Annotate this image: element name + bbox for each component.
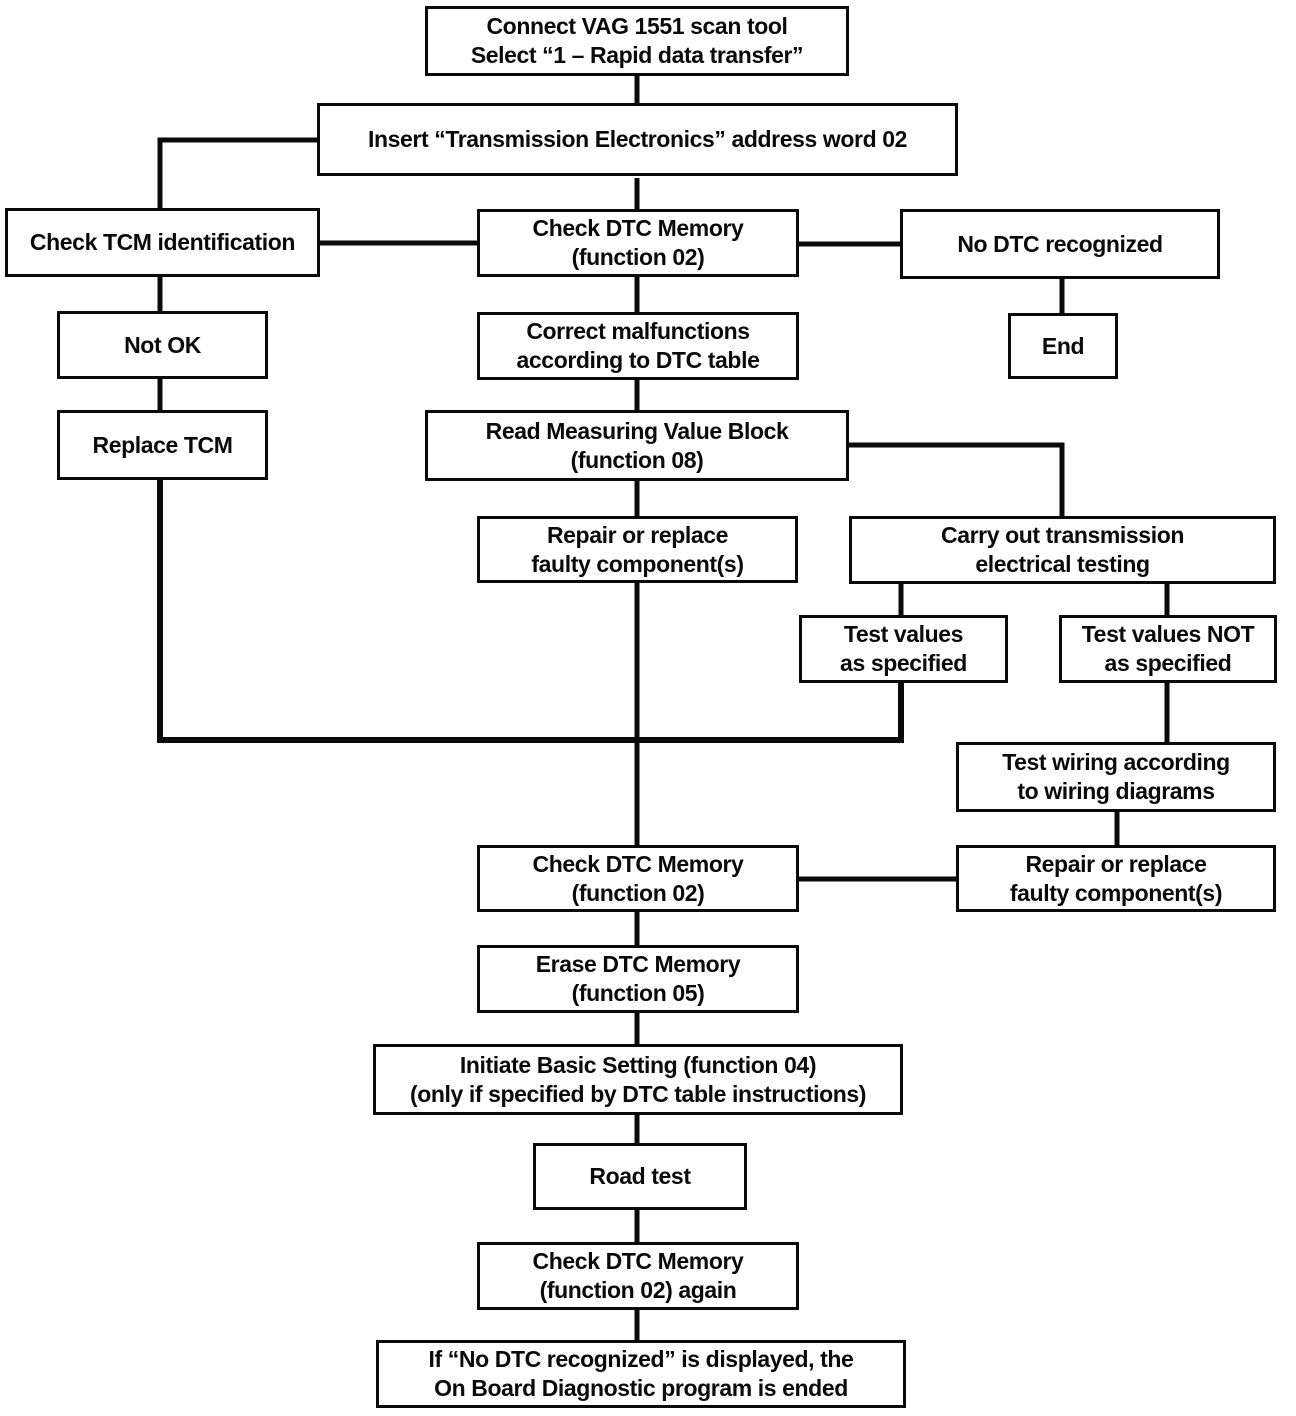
node-check-dtc-memory-1: Check DTC Memory (function 02) <box>477 209 799 277</box>
node-correct-malfunctions: Correct malfunctions according to DTC ta… <box>477 312 799 380</box>
node-carry-out-electrical-testing: Carry out transmission electrical testin… <box>849 516 1276 584</box>
node-test-values-as-specified: Test values as specified <box>799 615 1008 683</box>
node-check-dtc-memory-2: Check DTC Memory (function 02) <box>477 845 799 912</box>
node-not-ok: Not OK <box>57 311 268 379</box>
node-repair-replace-1: Repair or replace faulty component(s) <box>477 516 798 583</box>
node-road-test: Road test <box>533 1143 747 1210</box>
node-read-measuring-value-block: Read Measuring Value Block (function 08) <box>425 410 849 481</box>
node-obd-program-ended: If “No DTC recognized” is displayed, the… <box>376 1340 906 1408</box>
node-no-dtc-recognized: No DTC recognized <box>900 209 1220 279</box>
node-erase-dtc-memory: Erase DTC Memory (function 05) <box>477 945 799 1013</box>
node-test-wiring: Test wiring according to wiring diagrams <box>956 742 1276 812</box>
node-check-tcm-identification: Check TCM identification <box>5 208 320 277</box>
node-insert-address-word: Insert “Transmission Electronics” addres… <box>317 103 958 176</box>
node-connect-scan-tool: Connect VAG 1551 scan tool Select “1 – R… <box>425 6 849 76</box>
node-check-dtc-memory-again: Check DTC Memory (function 02) again <box>477 1242 799 1310</box>
node-repair-replace-2: Repair or replace faulty component(s) <box>956 845 1276 912</box>
node-replace-tcm: Replace TCM <box>57 410 268 480</box>
node-test-values-not-as-specified: Test values NOT as specified <box>1059 615 1277 683</box>
node-end: End <box>1008 313 1118 379</box>
node-initiate-basic-setting: Initiate Basic Setting (function 04) (on… <box>373 1044 903 1115</box>
